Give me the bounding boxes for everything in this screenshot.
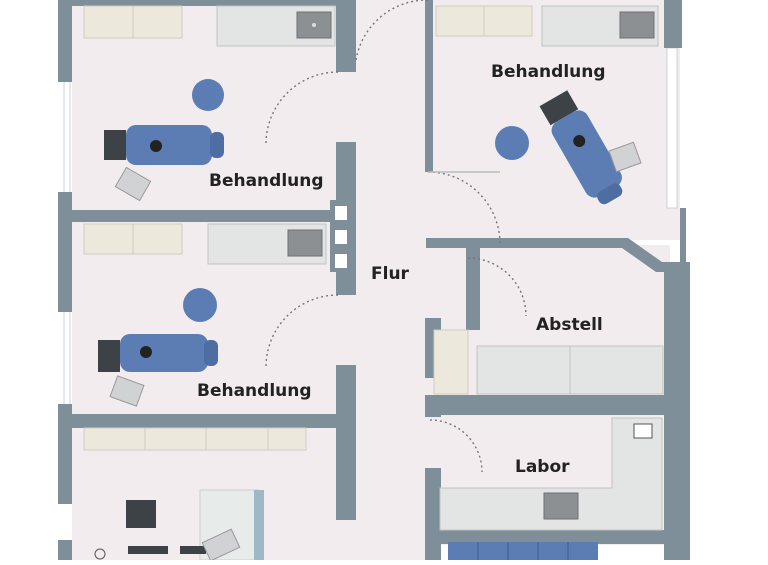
storage-room-furniture bbox=[433, 329, 664, 395]
treatment-chair bbox=[539, 90, 623, 205]
corridor-lights bbox=[330, 200, 352, 272]
stool bbox=[192, 79, 224, 111]
door-top-right-room bbox=[427, 171, 501, 245]
chair bbox=[126, 500, 156, 528]
light-panel bbox=[335, 206, 347, 220]
appliance bbox=[633, 423, 653, 439]
window-left-1 bbox=[63, 79, 71, 196]
stool bbox=[495, 126, 529, 160]
sink bbox=[619, 11, 655, 39]
door-storage-room bbox=[467, 257, 527, 317]
upper-left-room-furniture bbox=[83, 5, 336, 202]
lab-room-furniture bbox=[439, 417, 663, 560]
printer bbox=[201, 528, 241, 562]
monitor bbox=[180, 546, 206, 554]
lab-counter bbox=[439, 417, 663, 531]
door-lab-room bbox=[429, 419, 483, 473]
glass-partition bbox=[254, 490, 264, 560]
door-upper-left-room-2 bbox=[355, 0, 428, 61]
doors bbox=[265, 0, 527, 473]
treatment-chair bbox=[104, 125, 224, 165]
side-table bbox=[114, 166, 152, 202]
window-left-2 bbox=[63, 307, 71, 409]
room-label-behandlung-top-right: Behandlung bbox=[491, 62, 606, 82]
room-label-flur: Flur bbox=[371, 264, 409, 284]
decor bbox=[94, 548, 106, 560]
bottom-left-room-furniture bbox=[83, 427, 307, 562]
monitor bbox=[128, 546, 168, 554]
door-lower-left-room bbox=[265, 294, 339, 368]
sink bbox=[287, 229, 323, 257]
sink bbox=[543, 492, 579, 520]
light-panel bbox=[335, 254, 347, 268]
room-label-behandlung-upper-left: Behandlung bbox=[209, 171, 324, 191]
stool bbox=[183, 288, 217, 322]
bottom-row-seats bbox=[448, 542, 598, 560]
top-right-room-furniture bbox=[435, 5, 659, 205]
light-panel bbox=[335, 230, 347, 244]
room-label-labor: Labor bbox=[515, 457, 570, 477]
side-table bbox=[608, 141, 642, 173]
cabinet bbox=[433, 329, 469, 395]
room-label-abstell: Abstell bbox=[536, 315, 603, 335]
treatment-chair bbox=[98, 334, 218, 372]
lower-left-room-furniture bbox=[83, 223, 327, 407]
side-table bbox=[109, 375, 145, 407]
window-right-1 bbox=[666, 47, 678, 209]
wall-cabinet bbox=[83, 427, 307, 451]
room-label-behandlung-lower-left: Behandlung bbox=[197, 381, 312, 401]
door-upper-left-room bbox=[265, 71, 339, 145]
